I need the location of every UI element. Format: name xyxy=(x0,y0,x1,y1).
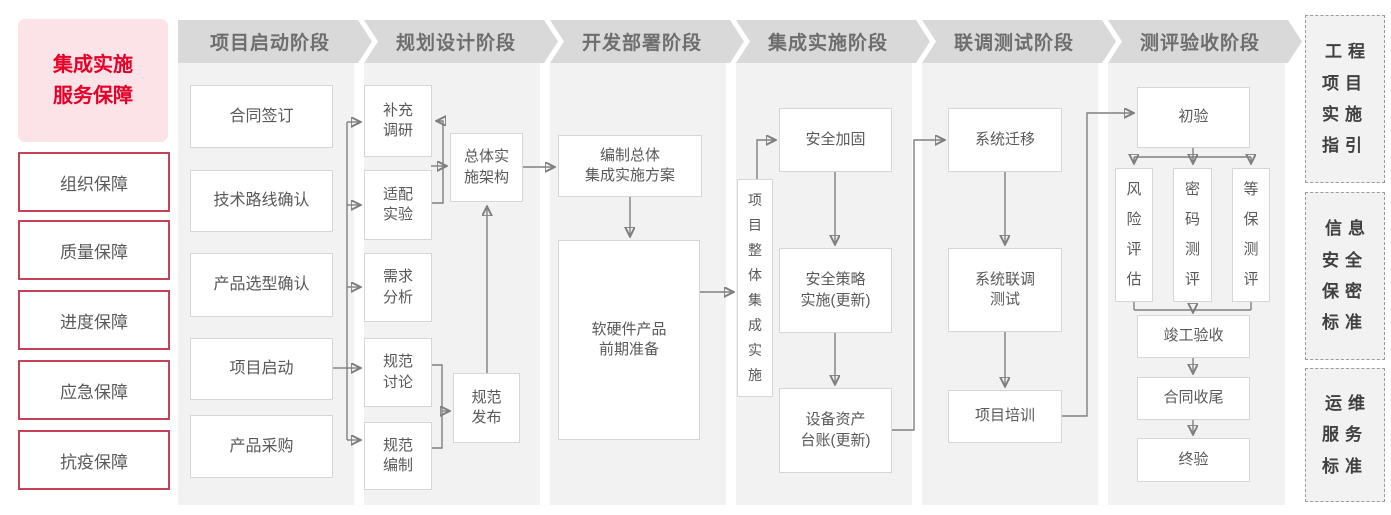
standard-engineering-implementation-guideline: 工程 项目 实施 指引 xyxy=(1305,15,1385,183)
node-contract-closure: 合同收尾 xyxy=(1137,377,1250,420)
phase-header-dev-deployment: 开发部署阶段 xyxy=(550,20,744,63)
phase-header-label: 测评验收阶段 xyxy=(1139,33,1260,54)
phase-header-label: 集成实施阶段 xyxy=(767,33,888,54)
assurance-schedule: 进度保障 xyxy=(18,290,170,350)
node-hw-sw-preparation: 软硬件产品 前期准备 xyxy=(558,240,700,440)
assurance-emergency: 应急保障 xyxy=(18,360,170,420)
node-security-policy-implementation: 安全策略 实施(更新) xyxy=(779,248,892,333)
node-classified-protection-evaluation: 等 保 测 评 xyxy=(1232,168,1270,302)
node-tech-route-confirmation: 技术路线确认 xyxy=(190,170,333,232)
node-equipment-asset-ledger: 设备资产 台账(更新) xyxy=(779,388,892,473)
diagram-title: 集成实施 服务保障 xyxy=(18,19,168,142)
node-security-hardening: 安全加固 xyxy=(779,108,892,172)
node-requirement-analysis: 需求 分析 xyxy=(364,253,432,322)
node-product-procurement: 产品采购 xyxy=(190,415,333,478)
node-system-joint-testing: 系统联调 测试 xyxy=(948,248,1062,332)
node-project-kickoff: 项目启动 xyxy=(190,338,333,400)
node-adaptation-experiment: 适配 实验 xyxy=(364,170,432,240)
assurance-epidemic: 抗疫保障 xyxy=(18,430,170,490)
phase-header-label: 开发部署阶段 xyxy=(581,33,702,54)
phase-header-evaluation-acceptance: 测评验收阶段 xyxy=(1108,20,1302,63)
phase-header-label: 规划设计阶段 xyxy=(395,33,516,54)
node-spec-discussion: 规范 讨论 xyxy=(364,338,432,407)
phase-header-joint-testing: 联调测试阶段 xyxy=(922,20,1116,63)
node-risk-assessment: 风 险 评 估 xyxy=(1115,168,1153,302)
node-completion-acceptance: 竣工验收 xyxy=(1137,315,1250,358)
standard-operations-maintenance-service: 运维 服务 标准 xyxy=(1305,368,1385,502)
node-initial-acceptance: 初验 xyxy=(1137,87,1250,148)
node-overall-project-integration: 项 目 整 体 集 成 实 施 xyxy=(737,179,773,397)
phase-header-project-kickoff: 项目启动阶段 xyxy=(178,20,372,63)
node-spec-drafting: 规范 编制 xyxy=(364,422,432,490)
phase-header-integration-implementation: 集成实施阶段 xyxy=(736,20,930,63)
assurance-organization: 组织保障 xyxy=(18,152,170,212)
node-final-acceptance: 终验 xyxy=(1137,438,1250,482)
node-supplementary-research: 补充 调研 xyxy=(364,85,432,157)
node-project-training: 项目培训 xyxy=(948,390,1062,443)
node-cryptography-evaluation: 密 码 测 评 xyxy=(1173,168,1212,302)
assurance-quality: 质量保障 xyxy=(18,220,170,280)
node-overall-integration-plan: 编制总体 集成实施方案 xyxy=(558,135,702,197)
standard-information-security-confidentiality: 信息 安全 保密 标准 xyxy=(1305,192,1385,360)
node-product-selection-confirmation: 产品选型确认 xyxy=(190,253,333,317)
node-overall-implementation-architecture: 总体实 施架构 xyxy=(450,133,523,202)
phase-header-planning-design: 规划设计阶段 xyxy=(364,20,558,63)
phase-header-label: 项目启动阶段 xyxy=(209,33,330,54)
node-system-migration: 系统迁移 xyxy=(948,108,1062,172)
node-contract-signing: 合同签订 xyxy=(190,85,333,148)
phase-header-label: 联调测试阶段 xyxy=(953,33,1074,54)
node-spec-release: 规范 发布 xyxy=(453,373,520,443)
